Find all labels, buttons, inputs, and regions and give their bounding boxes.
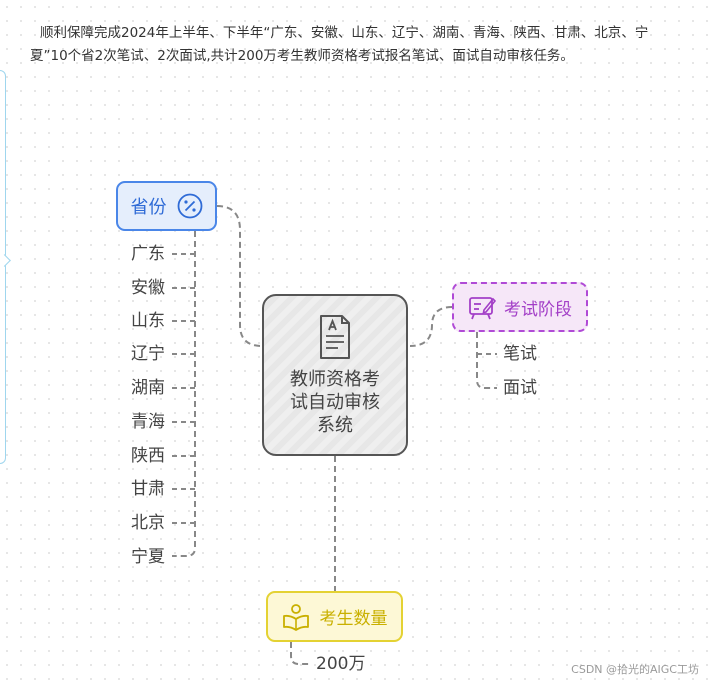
province-item: 青海	[131, 412, 165, 432]
reader-icon	[282, 603, 309, 631]
center-label: 教师资格考试自动审核系统	[290, 368, 380, 436]
stage-item: 面试	[503, 378, 537, 398]
stage-label: 考试阶段	[504, 299, 572, 320]
watermark: CSDN @拾光的AIGC工坊	[571, 663, 699, 676]
province-item: 广东	[131, 244, 165, 264]
link-stage-trunk	[476, 332, 497, 389]
province-item: 安徽	[131, 278, 165, 298]
node-center[interactable]: 教师资格考试自动审核系统	[262, 294, 408, 456]
province-item: 山东	[131, 311, 165, 331]
node-candidate-count[interactable]: 考生数量	[266, 591, 403, 642]
document-icon	[320, 314, 350, 359]
link-stage-center	[409, 306, 453, 347]
province-item: 湖南	[131, 378, 165, 398]
link-count-trunk	[290, 642, 312, 665]
province-item: 北京	[131, 513, 165, 533]
whiteboard-icon	[469, 297, 496, 320]
province-label: 省份	[130, 197, 167, 218]
province-item: 甘肃	[131, 479, 165, 499]
link-province-center	[216, 205, 263, 347]
count-item: 200万	[316, 654, 366, 674]
stage-item: 笔试	[503, 344, 537, 364]
node-province[interactable]: 省份	[116, 181, 217, 231]
percent-icon	[177, 193, 202, 219]
node-exam-stage[interactable]: 考试阶段	[452, 282, 588, 332]
province-item: 宁夏	[131, 547, 165, 567]
count-label: 考生数量	[319, 609, 388, 629]
province-item: 辽宁	[131, 344, 165, 364]
intro-paragraph: 顺利保障完成2024年上半年、下半年“广东、安徽、山东、辽宁、湖南、青海、陕西、…	[30, 25, 649, 64]
province-item: 陕西	[131, 446, 165, 466]
link-province-trunk	[172, 231, 196, 557]
